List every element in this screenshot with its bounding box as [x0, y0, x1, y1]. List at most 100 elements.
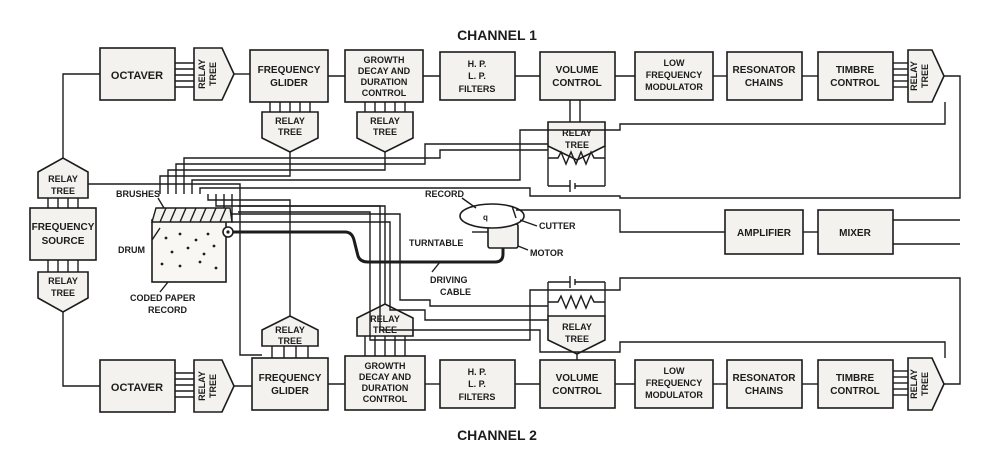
relay-tree-ch1-output: RELAY TREE — [907, 49, 945, 103]
brushes-pointer — [157, 197, 165, 209]
svg-text:CONTROL: CONTROL — [362, 88, 407, 98]
svg-text:RELAY: RELAY — [909, 369, 919, 399]
svg-text:RELAY: RELAY — [48, 276, 78, 286]
source-to-octaver-ch2-line — [62, 312, 100, 387]
svg-text:TIMBRE: TIMBRE — [836, 373, 875, 384]
svg-text:CHAINS: CHAINS — [745, 78, 784, 89]
timbre-outputs-ch2 — [893, 370, 908, 396]
svg-text:RELAY: RELAY — [197, 371, 207, 401]
filters-block-ch2: H. P. L. P. FILTERS — [439, 359, 516, 409]
svg-text:FREQUENCY: FREQUENCY — [646, 70, 703, 80]
svg-text:MODULATOR: MODULATOR — [645, 82, 703, 92]
cutter-to-amplifier-line — [516, 209, 725, 233]
svg-text:RELAY: RELAY — [48, 174, 78, 184]
coded-paper-holes — [160, 232, 218, 270]
relay-tree-above-source: RELAY TREE — [37, 157, 89, 199]
timbre-outputs-ch1 — [893, 62, 908, 88]
svg-text:L. P.: L. P. — [468, 71, 486, 81]
drum-pointer — [151, 227, 161, 241]
svg-text:CHAINS: CHAINS — [745, 386, 784, 397]
svg-text:TREE: TREE — [920, 372, 930, 396]
svg-text:RELAY: RELAY — [197, 59, 207, 89]
channel-2-chain: OCTAVER RELAY TREE RELAY TREE FREQUENCY — [99, 303, 945, 413]
svg-text:TREE: TREE — [51, 288, 75, 298]
svg-text:TREE: TREE — [920, 64, 930, 88]
svg-text:GLIDER: GLIDER — [270, 78, 309, 89]
lf-modulator-block-ch2: LOW FREQUENCY MODULATOR — [634, 359, 714, 409]
relay-tree-ch2-output: RELAY TREE — [907, 357, 945, 411]
svg-text:TREE: TREE — [278, 127, 302, 137]
svg-text:CONTROL: CONTROL — [830, 78, 879, 89]
source-to-octaver-ch1-line — [62, 73, 100, 158]
frequency-glider-block-ch2: FREQUENCY GLIDER — [251, 357, 329, 411]
motor-callout: MOTOR — [530, 248, 564, 258]
svg-text:DURATION: DURATION — [362, 383, 409, 393]
drum-callout: DRUM — [118, 245, 145, 255]
cutter-stylus — [511, 205, 517, 219]
svg-text:FREQUENCY: FREQUENCY — [258, 65, 321, 76]
driving-cable-pointer — [431, 261, 441, 273]
drum-pulley-icon — [222, 226, 234, 238]
svg-text:CONTROL: CONTROL — [552, 78, 601, 89]
brushes-callout: BRUSHES — [116, 189, 160, 199]
svg-text:AMPLIFIER: AMPLIFIER — [737, 228, 792, 239]
cutter-pointer — [519, 219, 538, 227]
svg-text:CONTROL: CONTROL — [363, 394, 408, 404]
octaver-outputs-ch1 — [175, 62, 194, 88]
record-pointer — [461, 197, 477, 209]
svg-text:RELAY: RELAY — [909, 61, 919, 91]
frequency-source-block: FREQUENCY SOURCE — [29, 207, 97, 261]
svg-text:CONTROL: CONTROL — [552, 386, 601, 397]
svg-text:MIXER: MIXER — [839, 228, 871, 239]
svg-text:L. P.: L. P. — [468, 379, 486, 389]
svg-text:VOLUME: VOLUME — [556, 65, 599, 76]
channel-1-chain: OCTAVER RELAY TREE FREQUENCY GLIDER — [99, 47, 945, 153]
svg-text:TREE: TREE — [208, 62, 218, 86]
relay-tree-ch2-after-octaver: RELAY TREE — [193, 359, 235, 413]
svg-text:FILTERS: FILTERS — [459, 392, 496, 402]
svg-text:LOW: LOW — [664, 366, 685, 376]
svg-text:RELAY: RELAY — [275, 325, 305, 335]
growth-decay-block-ch2: GROWTH DECAY AND DURATION CONTROL — [344, 355, 426, 411]
octaver-block-ch2: OCTAVER — [99, 359, 176, 413]
svg-text:CONTROL: CONTROL — [830, 386, 879, 397]
svg-text:TIMBRE: TIMBRE — [836, 65, 875, 76]
coded-paper-callout-line2: RECORD — [148, 305, 188, 315]
svg-text:VOLUME: VOLUME — [556, 373, 599, 384]
frequency-glider-block-ch1: FREQUENCY GLIDER — [249, 49, 329, 103]
svg-text:TREE: TREE — [565, 334, 589, 344]
octaver-block-ch1: OCTAVER — [99, 47, 176, 101]
svg-text:RELAY: RELAY — [275, 116, 305, 126]
svg-text:MODULATOR: MODULATOR — [645, 390, 703, 400]
relay-tree-volume-ch2: RELAY TREE — [547, 315, 606, 360]
rc-network-ch1 — [547, 146, 606, 192]
resonator-chains-block-ch1: RESONATOR CHAINS — [726, 51, 803, 101]
svg-text:RELAY: RELAY — [370, 314, 400, 324]
svg-text:RESONATOR: RESONATOR — [733, 373, 797, 384]
channel-2-label: CHANNEL 2 — [457, 427, 537, 443]
motor-pointer — [517, 245, 529, 251]
timbre-control-block-ch2: TIMBRE CONTROL — [817, 359, 894, 409]
relay-tree-under-growth-ch1: RELAY TREE — [356, 102, 414, 153]
svg-text:FILTERS: FILTERS — [459, 84, 496, 94]
relay-tree-ch1-after-octaver: RELAY TREE — [193, 47, 235, 101]
svg-text:TREE: TREE — [278, 336, 302, 346]
svg-text:GROWTH: GROWTH — [364, 55, 405, 65]
growth-decay-block-ch1: GROWTH DECAY AND DURATION CONTROL — [344, 49, 424, 103]
source-bottom-connectors — [47, 260, 79, 272]
record-label-q: q — [483, 213, 488, 222]
svg-text:RELAY: RELAY — [562, 322, 592, 332]
cutter-callout: CUTTER — [539, 221, 576, 231]
svg-text:H. P.: H. P. — [468, 367, 487, 377]
relay-tree-under-glider-ch1: RELAY TREE — [261, 102, 319, 153]
svg-text:FREQUENCY: FREQUENCY — [32, 222, 95, 233]
driving-cable-callout-line1: DRIVING — [430, 275, 468, 285]
filters-block-ch1: H. P. L. P. FILTERS — [439, 51, 516, 101]
svg-text:TREE: TREE — [51, 186, 75, 196]
relay-tree-below-source: RELAY TREE — [37, 271, 89, 313]
mixer-block: MIXER — [817, 209, 894, 255]
amplifier-block: AMPLIFIER — [724, 209, 804, 255]
volume-control-block-ch1: VOLUME CONTROL — [539, 51, 616, 101]
svg-text:H. P.: H. P. — [468, 59, 487, 69]
